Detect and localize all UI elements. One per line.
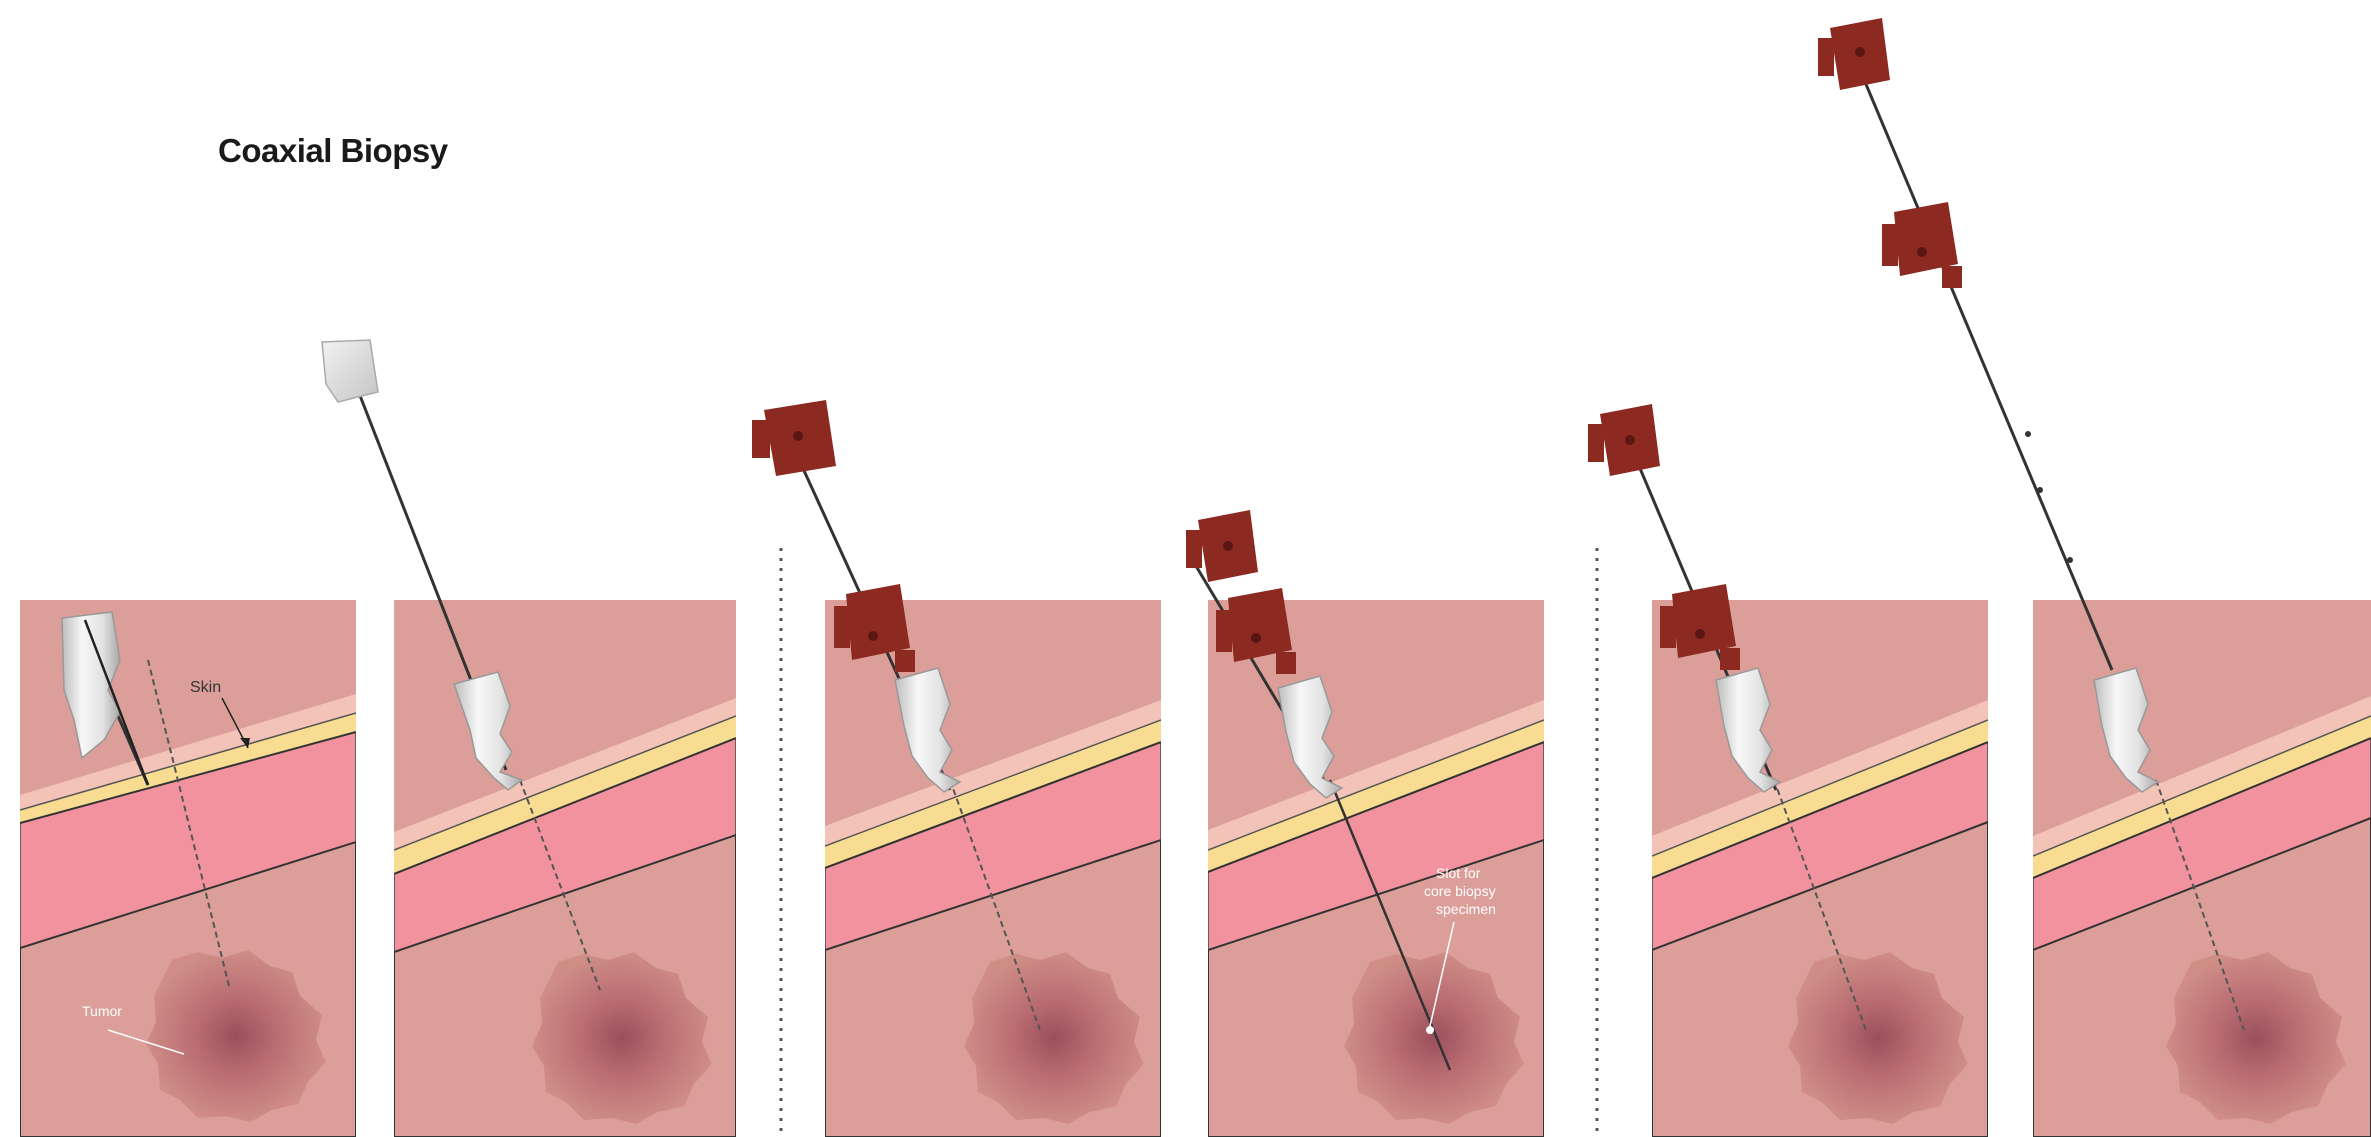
- slot-label-line-1: Slot for: [1436, 865, 1481, 881]
- panel-5: [1588, 404, 1988, 1137]
- biopsy-needle-hub-lower: [1894, 202, 1958, 276]
- skin-label: Skin: [190, 679, 221, 696]
- panel-1: Skin Tumor: [20, 600, 356, 1137]
- panel-4: Slot for core biopsy specimen: [1186, 510, 1544, 1137]
- slot-label-line-2: core biopsy: [1424, 883, 1496, 899]
- slot-label-line-3: specimen: [1436, 901, 1496, 917]
- biopsy-needle-hub-lower: [1672, 584, 1736, 658]
- tumor-label: Tumor: [82, 1003, 122, 1019]
- panel-2: [322, 340, 736, 1137]
- panel-3: [752, 400, 1161, 1137]
- stylet-cap: [322, 340, 378, 402]
- biopsy-needle-hub-lower: [846, 584, 910, 660]
- biopsy-needle-hub-lower: [1228, 588, 1292, 662]
